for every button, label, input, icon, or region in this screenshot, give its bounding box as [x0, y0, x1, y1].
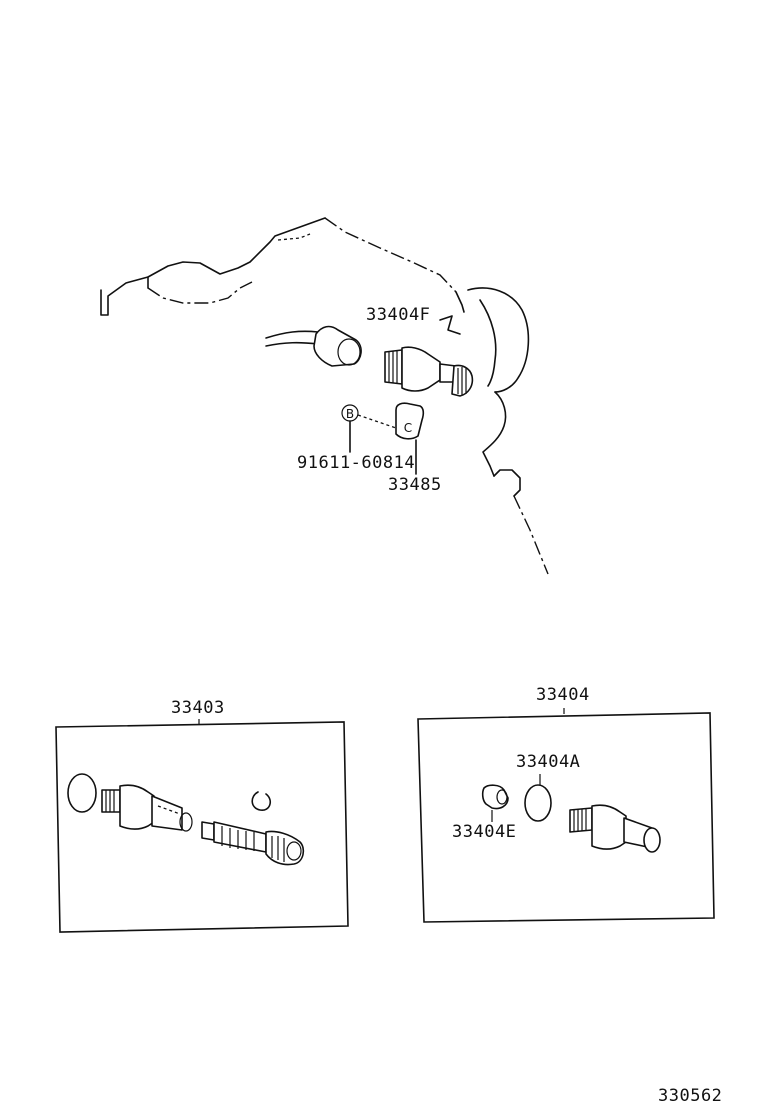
kit-right-bushing [481, 784, 509, 810]
kit-left-sensor-body [101, 784, 193, 832]
speed-sensor-assembly [384, 346, 474, 397]
bolt-to-plate-dash [357, 414, 397, 429]
label-plate: 33485 [388, 475, 442, 495]
kit-left-oring [67, 773, 97, 813]
label-kit-right: 33404 [536, 685, 590, 705]
kit-right-frame [417, 712, 715, 923]
label-kit-right-oring: 33404A [516, 752, 580, 772]
label-bolt: 91611-60814 [297, 453, 415, 473]
retainer-plate: C [395, 402, 425, 440]
bolt-marker: B [341, 404, 359, 422]
kit-right-oring [524, 784, 552, 822]
label-kit-left: 33403 [171, 698, 225, 718]
transmission-housing [100, 217, 549, 575]
label-sensor-sleeve: 33404F [366, 305, 430, 325]
illustration-number: 330562 [658, 1086, 722, 1106]
plate-marker-letter: C [404, 421, 412, 435]
kit-left-frame [55, 721, 349, 933]
label-kit-right-bushing: 33404E [452, 822, 516, 842]
leader-sensor-sleeve [439, 315, 461, 335]
kit-right-sensor-body [569, 804, 661, 853]
kit-left-clip [251, 791, 272, 811]
bolt-marker-letter: B [346, 407, 354, 421]
kit-left-driven-gear-shaft [201, 821, 305, 866]
